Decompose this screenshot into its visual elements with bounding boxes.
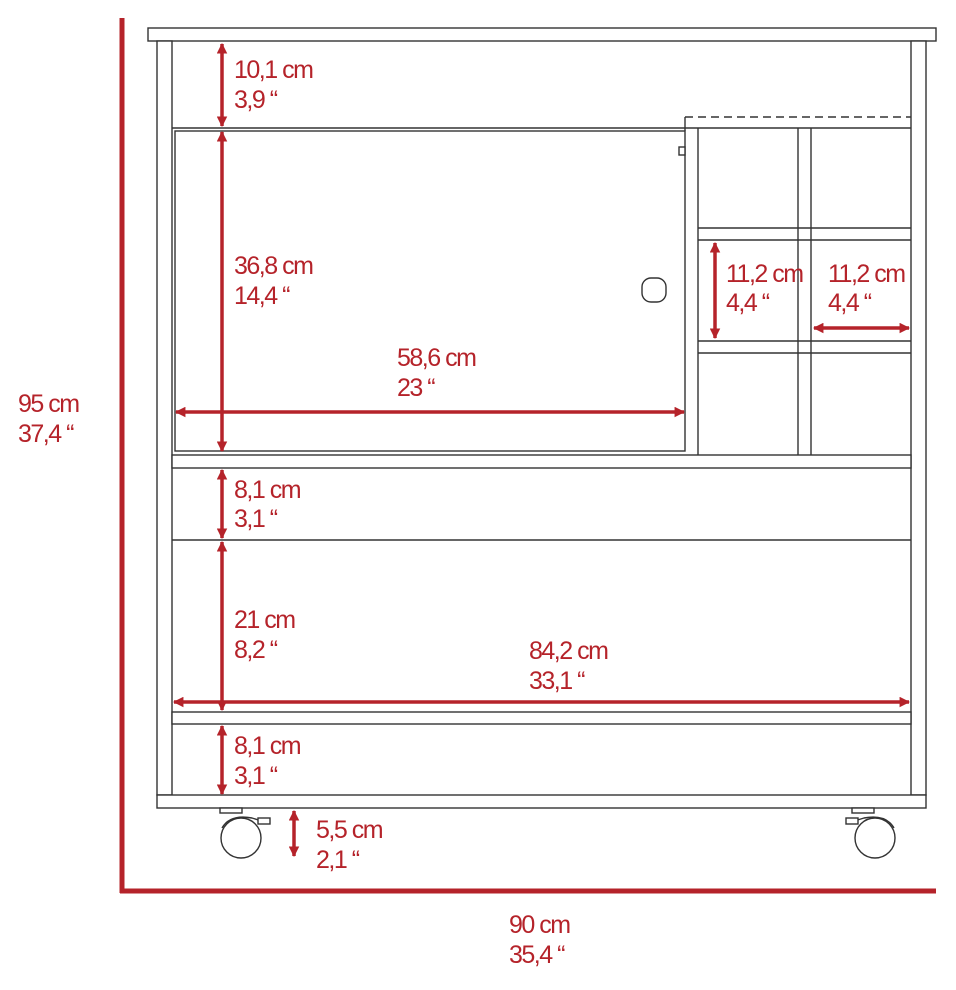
lower-shelf [171, 711, 912, 725]
base-board [156, 794, 927, 809]
bottom-gap-in: 3,1 “ [234, 762, 278, 790]
cubby-width-cm: 11,2 cm [828, 260, 905, 288]
wheel-height-cm: 5,5 cm [316, 816, 383, 844]
inner-width-cm: 84,2 cm [529, 637, 608, 665]
top-gap-cm: 10,1 cm [234, 56, 313, 84]
upper-gap-cm: 8,1 cm [234, 476, 301, 504]
top-gap-in: 3,9 “ [234, 86, 278, 114]
open-shelf-cm: 21 cm [234, 606, 295, 634]
total-width-in: 35,4 “ [509, 941, 565, 969]
door-height-cm: 36,8 cm [234, 252, 313, 280]
door-knob-icon [641, 277, 667, 303]
cabinet-drawing [147, 27, 937, 809]
caster-wheel-right-icon [845, 807, 896, 859]
inner-width-in: 33,1 “ [529, 667, 585, 695]
door-width-in: 23 “ [397, 374, 435, 402]
cabinet-door [174, 130, 686, 452]
dimension-lines [119, 18, 936, 894]
wheel-height-in: 2,1 “ [316, 846, 360, 874]
caster-wheel-left-icon [219, 807, 271, 859]
door-height-in: 14,4 “ [234, 282, 290, 310]
top-board [147, 27, 937, 42]
total-height-in: 37,4 “ [18, 420, 74, 448]
open-shelf-in: 8,2 “ [234, 636, 278, 664]
bottom-gap-cm: 8,1 cm [234, 732, 301, 760]
door-hinge [678, 146, 686, 156]
total-width-cm: 90 cm [509, 911, 570, 939]
dimension-labels: 10,1 cm 3,9 “ 36,8 cm 14,4 “ 58,6 cm 23 … [18, 56, 907, 969]
left-side-panel [156, 40, 173, 796]
right-side-panel [910, 40, 927, 796]
middle-shelf [171, 454, 912, 469]
upper-gap-in: 3,1 “ [234, 505, 278, 533]
cubby-height-in: 4,4 “ [726, 289, 770, 317]
total-height-cm: 95 cm [18, 390, 79, 418]
cubby-width-in: 4,4 “ [828, 289, 872, 317]
door-width-cm: 58,6 cm [397, 344, 476, 372]
cubby-height-cm: 11,2 cm [726, 260, 803, 288]
